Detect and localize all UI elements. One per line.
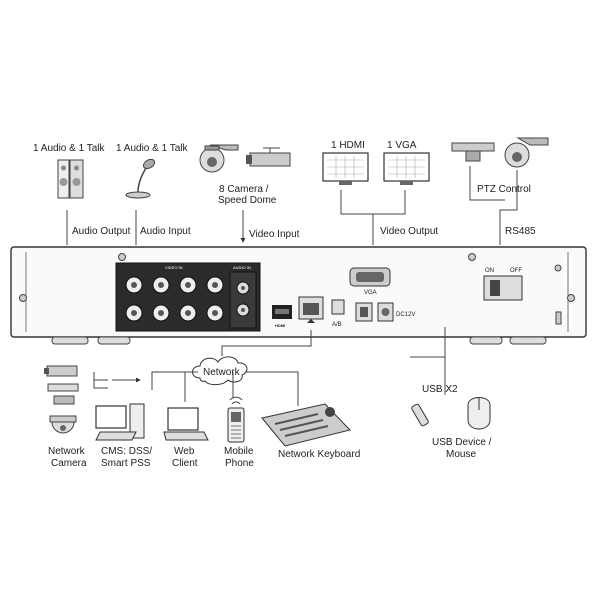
- hdmi-port-label: HDMI: [275, 323, 285, 328]
- rs485-port: A/B: [331, 299, 345, 328]
- vga-port: VGA: [349, 267, 391, 296]
- mobile-phone-label-2: Phone: [225, 458, 254, 469]
- off-label: OFF: [510, 268, 522, 274]
- ptz-dome-icon: [504, 137, 549, 168]
- desktop-pc-icon: [95, 403, 145, 441]
- rs485-label: RS485: [505, 226, 536, 237]
- audio-in-label: AUDIO IN: [233, 265, 251, 270]
- vga-port-label: VGA: [364, 290, 377, 296]
- on-label: ON: [485, 268, 494, 274]
- audio-talk-label-1: 1 Audio & 1 Talk: [33, 143, 106, 154]
- microphone-icon: [125, 158, 156, 199]
- camera-label-line2: Speed Dome: [218, 195, 277, 206]
- ptz-control-label: PTZ Control: [477, 184, 531, 195]
- network-keyboard-label: Network Keyboard: [278, 449, 360, 460]
- hdmi-port: HDMI: [272, 305, 292, 328]
- network-label: Network: [203, 367, 241, 378]
- lan-port: [298, 296, 324, 323]
- network-camera-label-2: Camera: [51, 458, 87, 469]
- audio-talk-label-2: 1 Audio & 1 Talk: [116, 143, 189, 154]
- video-in-block: VIDEO IN AUDIO IN: [115, 262, 261, 332]
- power-label: DC12V: [396, 312, 415, 318]
- web-client-label-2: Client: [172, 458, 198, 469]
- network-keyboard-icon: [261, 403, 351, 447]
- mobile-phone-icon: [227, 396, 245, 443]
- network-camera-icon: [44, 365, 79, 434]
- laptop-icon: [163, 407, 209, 441]
- ab-label: A/B: [332, 322, 342, 328]
- web-client-label-1: Web: [174, 446, 195, 457]
- speaker-icon: [57, 159, 84, 199]
- cms-label-2: Smart PSS: [101, 458, 151, 469]
- audio-output-label: Audio Output: [72, 226, 131, 237]
- top-connector-lines: [66, 166, 518, 245]
- hdmi-label: 1 HDMI: [331, 140, 365, 151]
- cms-label-1: CMS: DSS/: [101, 446, 152, 457]
- vga-monitor-icon: [383, 152, 430, 185]
- video-output-label: Video Output: [380, 226, 438, 237]
- mobile-phone-label-1: Mobile: [224, 446, 254, 457]
- power-switch: ON OFF: [483, 268, 523, 301]
- vga-label: 1 VGA: [387, 140, 417, 151]
- video-input-label: Video Input: [249, 229, 300, 240]
- bnc-port-row-top: [125, 276, 224, 294]
- usb-device-label-1: USB Device /: [432, 437, 492, 448]
- mouse-icon: [467, 397, 491, 430]
- network-connector-lines: [93, 327, 446, 406]
- network-camera-label-1: Network: [48, 446, 86, 457]
- camera-label-line1: 8 Camera /: [219, 184, 269, 195]
- usb-port: [355, 302, 373, 322]
- ptz-camera-icon: [451, 142, 495, 162]
- usb-stick-icon: [411, 403, 429, 427]
- bnc-port-row-bottom: [125, 304, 224, 322]
- video-in-label: VIDEO IN: [165, 265, 183, 270]
- box-camera-icon: [246, 147, 291, 167]
- power-port: DC12V: [377, 302, 415, 322]
- usb-device-label-2: Mouse: [446, 449, 476, 460]
- usb-x2-label: USB X2: [422, 384, 458, 395]
- audio-input-label: Audio Input: [140, 226, 191, 237]
- hdmi-monitor-icon: [322, 152, 369, 185]
- speed-dome-icon: [199, 144, 239, 173]
